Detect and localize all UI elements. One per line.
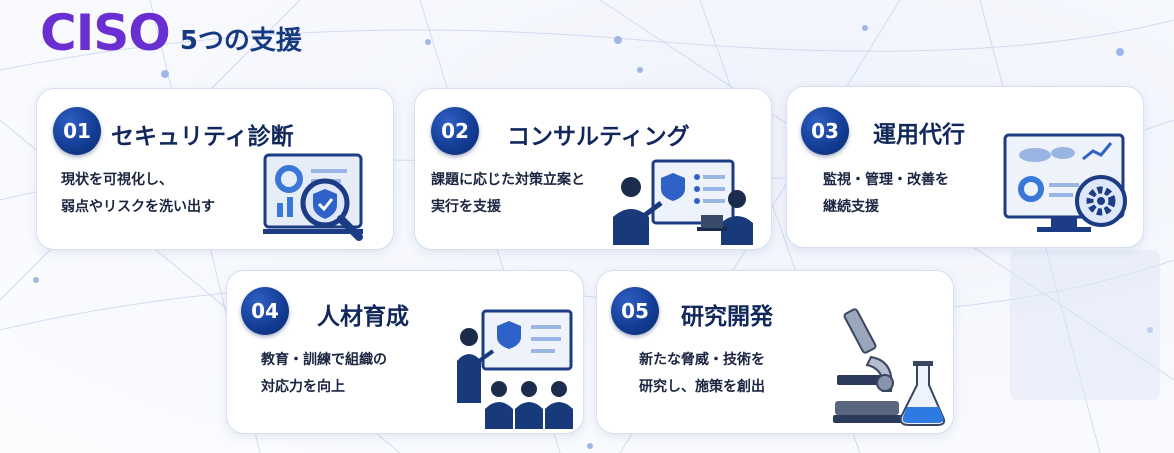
card-number-badge: 01 [53,107,101,155]
card-title: 人材育成 [317,304,409,330]
dashboard-monitor-gear-icon [1003,133,1127,232]
card-number-badge: 03 [801,107,849,155]
page-subtitle: 5つの支援 [179,26,302,56]
service-card-assessment: 01 セキュリティ診断 現状を可視化し、弱点やリスクを洗い出す [36,88,394,250]
monitor-shield-magnifier-icon [263,153,363,241]
card-title: セキュリティ診断 [111,124,294,150]
service-card-operations: 03 運用代行 監視・管理・改善を継続支援 [786,86,1144,248]
trainer-audience-icon [457,309,573,429]
card-description: 課題に応じた対策立案と実行を支援 [431,172,585,215]
service-card-consulting: 02 コンサルティング 課題に応じた対策立案と実行を支援 [414,88,772,250]
card-title: 運用代行 [873,122,965,148]
card-description: 監視・管理・改善を継続支援 [823,172,949,215]
card-description: 新たな脅威・技術を研究し、施策を創出 [639,352,765,395]
service-card-research: 05 研究開発 新たな脅威・技術を研究し、施策を創出 [596,270,954,434]
card-title: コンサルティング [507,124,690,150]
card-title: 研究開発 [681,304,773,330]
card-number-badge: 02 [431,107,479,155]
card-description: 現状を可視化し、弱点やリスクを洗い出す [61,172,215,215]
consultants-whiteboard-icon [613,159,753,245]
service-card-training: 04 人材育成 教育・訓練で組織の対応力を向上 [226,270,584,434]
card-number-badge: 04 [241,287,289,335]
card-number-badge: 05 [611,287,659,335]
brand-logo-text: CISO [40,4,171,62]
page-title: CISO 5つの支援 [40,8,302,58]
card-description: 教育・訓練で組織の対応力を向上 [261,352,387,395]
microscope-flask-icon [833,308,946,426]
